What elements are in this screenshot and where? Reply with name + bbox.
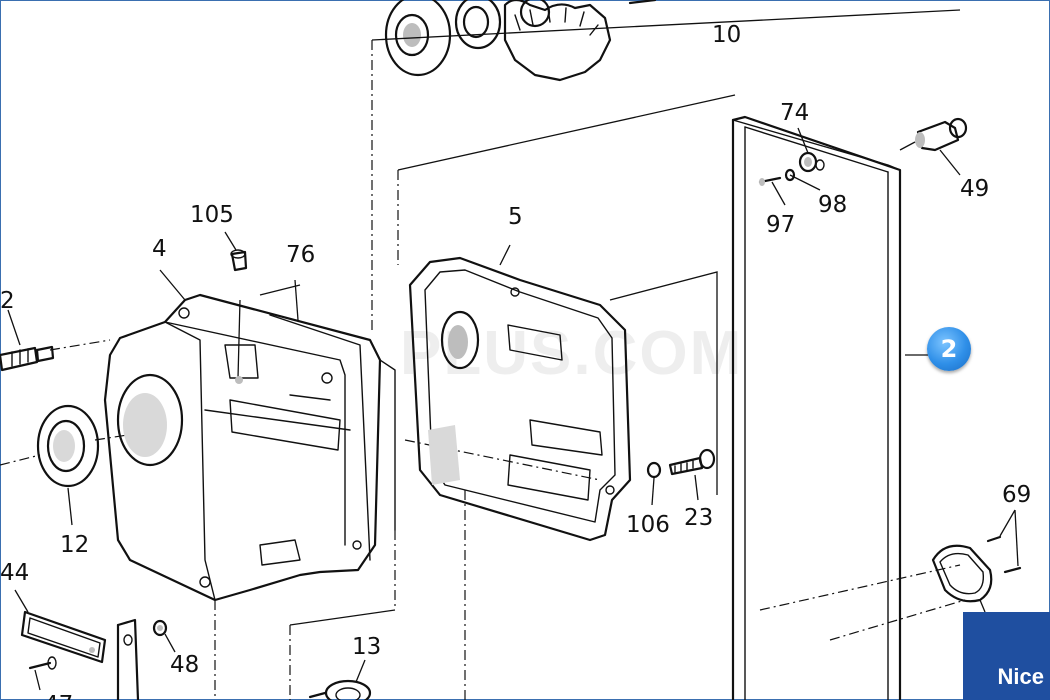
brand-logo-text: Nice — [997, 664, 1044, 689]
label-97: 97 — [766, 212, 795, 238]
label-49: 49 — [960, 176, 989, 202]
label-2: 2 — [0, 288, 15, 314]
label-10: 10 — [712, 22, 741, 48]
housing-cover-4 — [103, 269, 396, 602]
callout-badge: 2 — [927, 327, 971, 371]
label-4: 4 — [152, 236, 167, 262]
label-76: 76 — [286, 242, 315, 268]
screw-2 — [0, 309, 55, 372]
gasket-plate-5 — [408, 244, 632, 542]
part-labels: 10 74 49 98 97 105 5 4 76 2 12 106 23 69… — [0, 22, 1031, 700]
screws-74-98-97 — [758, 127, 825, 206]
pin-105 — [224, 231, 248, 272]
guide-lines — [0, 9, 966, 700]
gear-assembly-10 — [384, 0, 657, 82]
screw-48 — [152, 619, 176, 653]
label-98: 98 — [818, 192, 847, 218]
label-5: 5 — [508, 204, 523, 230]
mounting-plate-2 — [731, 115, 928, 700]
label-44: 44 — [0, 560, 29, 586]
ring-13 — [308, 659, 372, 700]
brand-logo: Nice — [963, 612, 1050, 700]
label-23: 23 — [684, 505, 713, 531]
label-12: 12 — [60, 532, 89, 558]
bracket-44 — [14, 589, 140, 700]
label-13: 13 — [352, 634, 381, 660]
seal-ring-12 — [36, 404, 100, 526]
screw-23 — [668, 448, 716, 501]
label-105: 105 — [190, 202, 234, 228]
label-69: 69 — [1002, 482, 1031, 508]
cover-plate-69 — [931, 509, 1022, 613]
gasket-76 — [269, 279, 371, 561]
label-48: 48 — [170, 652, 199, 678]
label-74: 74 — [780, 100, 809, 126]
washer-106 — [646, 461, 662, 506]
fitting-49 — [899, 117, 968, 176]
label-106: 106 — [626, 512, 670, 538]
label-47: 47 — [44, 692, 73, 700]
